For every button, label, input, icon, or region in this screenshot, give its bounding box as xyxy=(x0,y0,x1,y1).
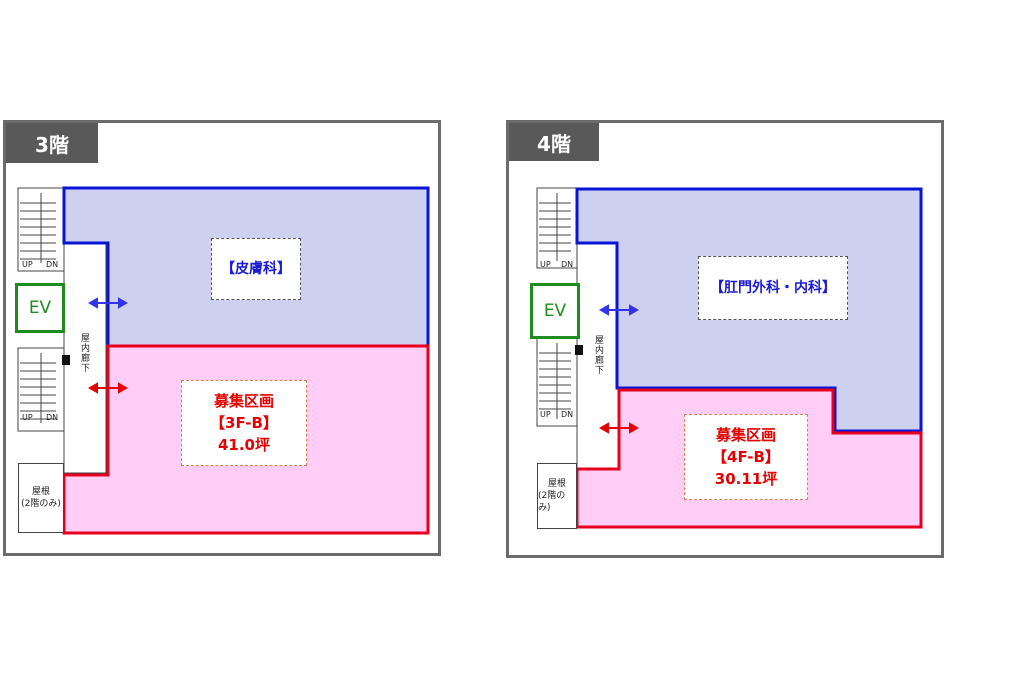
corridor-label-3f: 屋内廊下 xyxy=(79,333,89,373)
roof-note-3f: 屋根 (2階のみ) xyxy=(18,463,64,533)
stairwell-upper xyxy=(536,187,578,269)
stairwell-upper xyxy=(17,187,65,272)
corridor-label-4f: 屋内廊下 xyxy=(593,335,603,375)
stair-label-up-2: UP xyxy=(22,413,33,422)
elevator-3f: EV xyxy=(15,283,65,333)
vacancy-area: 30.11坪 xyxy=(714,470,778,488)
access-arrow-vacancy xyxy=(87,382,129,394)
access-arrow-tenant xyxy=(598,304,640,316)
tenant-name: 【肛門外科・内科】 xyxy=(710,279,836,296)
vacancy-id: 【4F-B】 xyxy=(712,448,780,466)
floor-tab-3f: 3階 xyxy=(6,123,98,163)
elevator-4f: EV xyxy=(530,283,580,339)
access-arrow-tenant xyxy=(87,297,129,309)
floor-panel-4f: 4階 UP xyxy=(506,120,944,558)
stair-label-dn-1: DN xyxy=(561,260,574,269)
corridor-marker xyxy=(62,355,70,365)
vacancy-title: 募集区画 xyxy=(213,392,274,410)
stair-label-dn-1: DN xyxy=(46,260,59,269)
stairwell-lower xyxy=(17,347,65,432)
stair-label-dn-2: DN xyxy=(561,410,574,419)
roof-label: 屋根 xyxy=(547,479,566,489)
tenant-label-4f: 【肛門外科・内科】 xyxy=(698,256,848,320)
floor-tab-4f: 4階 xyxy=(509,123,599,161)
roof-note: (2階のみ) xyxy=(21,499,61,509)
corridor xyxy=(576,240,620,470)
access-arrow-vacancy xyxy=(598,422,640,434)
vacancy-area: 41.0坪 xyxy=(217,436,270,454)
vacancy-label-4f: 募集区画 【4F-B】 30.11坪 xyxy=(684,414,808,500)
vacancy-label-3f: 募集区画 【3F-B】 41.0坪 xyxy=(181,380,307,466)
stair-label-up-2: UP xyxy=(540,410,551,419)
floor-plan-3f xyxy=(17,186,430,535)
tenant-label-3f: 【皮膚科】 xyxy=(211,238,301,300)
vacancy-title: 募集区画 xyxy=(715,426,776,444)
stair-label-up-1: UP xyxy=(22,260,33,269)
floor-panel-3f: 3階 xyxy=(3,120,441,556)
roof-label: 屋根 xyxy=(31,487,50,497)
vacancy-id: 【3F-B】 xyxy=(210,414,278,432)
corridor-marker xyxy=(575,345,583,355)
stair-label-dn-2: DN xyxy=(46,413,59,422)
stair-label-up-1: UP xyxy=(540,260,551,269)
stairwell-lower xyxy=(536,337,578,427)
roof-note: (2階のみ) xyxy=(538,491,566,513)
roof-note-4f: 屋根 (2階のみ) xyxy=(537,463,577,529)
tenant-name: 【皮膚科】 xyxy=(221,260,291,277)
